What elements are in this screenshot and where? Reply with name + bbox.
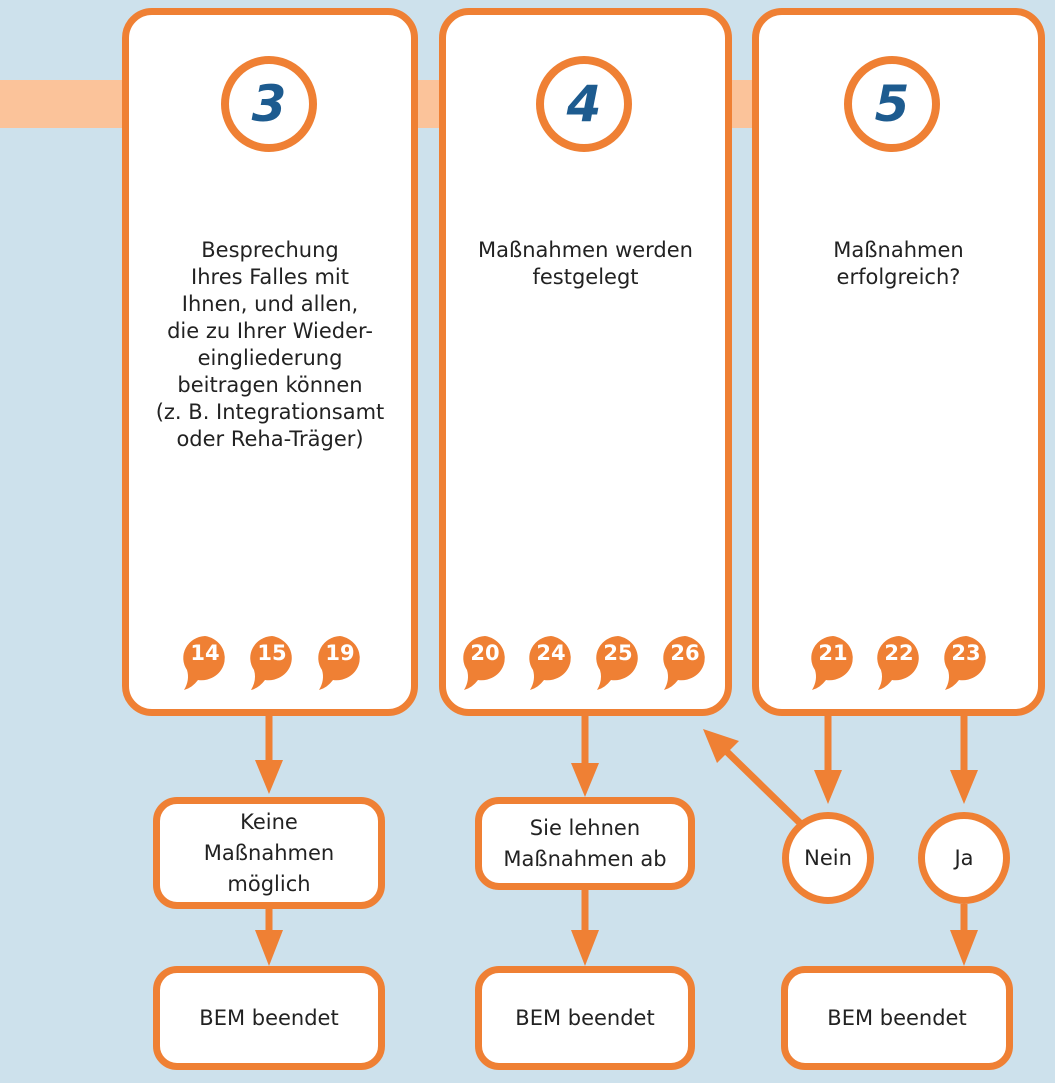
arrowhead [255,760,283,794]
step-4-text: Maßnahmen werden festgelegt [478,238,693,289]
step-number-4: 4 [536,56,632,152]
step-number-3-label: 3 [251,75,287,133]
step-number-3: 3 [221,56,317,152]
speech-bubble-icon [944,636,986,690]
reference-bubble: 24 [524,632,580,690]
reference-number: 21 [818,641,848,665]
speech-bubble-icon [877,636,919,690]
speech-bubble-icon [529,636,571,690]
arrowhead [703,729,739,763]
reference-number: 15 [257,641,287,665]
no-measures-box: Keine Maßnahmen möglich [153,797,385,909]
speech-bubble-icon [811,636,853,690]
reference-number: 23 [951,641,981,665]
reference-bubble: 22 [872,632,928,690]
step-3-text: Besprechung Ihres Falles mit Ihnen, und … [155,238,385,451]
reference-number: 19 [325,641,355,665]
arrowhead [255,930,283,966]
reference-number: 14 [190,641,220,665]
speech-bubble-icon [663,636,705,690]
arrowhead [814,770,842,804]
step-number-5-label: 5 [874,75,910,133]
step-5-text: Maßnahmen erfolgreich? [833,238,964,289]
you-reject-box: Sie lehnen Maßnahmen ab [475,797,695,890]
reference-number: 25 [603,641,633,665]
arrowhead [571,763,599,797]
speech-bubble-icon [596,636,638,690]
reference-number: 22 [884,641,914,665]
reference-bubble: 15 [245,632,301,690]
end-box-3: BEM beendet [781,966,1013,1070]
answer-yes-circle: Ja [918,812,1010,904]
reference-bubble: 20 [458,632,514,690]
arrowhead [950,770,978,804]
reference-number: 20 [470,641,500,665]
end-box-1: BEM beendet [153,966,385,1070]
reference-bubble: 23 [939,632,995,690]
reference-bubble: 25 [591,632,647,690]
reference-number: 26 [670,641,700,665]
arrowhead [950,930,978,966]
reference-bubble: 26 [658,632,714,690]
speech-bubble-icon [183,636,225,690]
reference-bubble: 21 [806,632,862,690]
speech-bubble-icon [318,636,360,690]
step-number-5: 5 [844,56,940,152]
arrowhead [571,930,599,966]
answer-no-circle: Nein [782,812,874,904]
speech-bubble-icon [463,636,505,690]
reference-bubble: 14 [178,632,234,690]
flow-arrow-into-step-3 [0,55,225,153]
arrow-no-back-to-step4 [719,744,803,826]
reference-bubble: 19 [313,632,369,690]
end-box-2: BEM beendet [475,966,695,1070]
reference-number: 24 [536,641,566,665]
speech-bubble-icon [250,636,292,690]
step-number-4-label: 4 [566,75,602,133]
